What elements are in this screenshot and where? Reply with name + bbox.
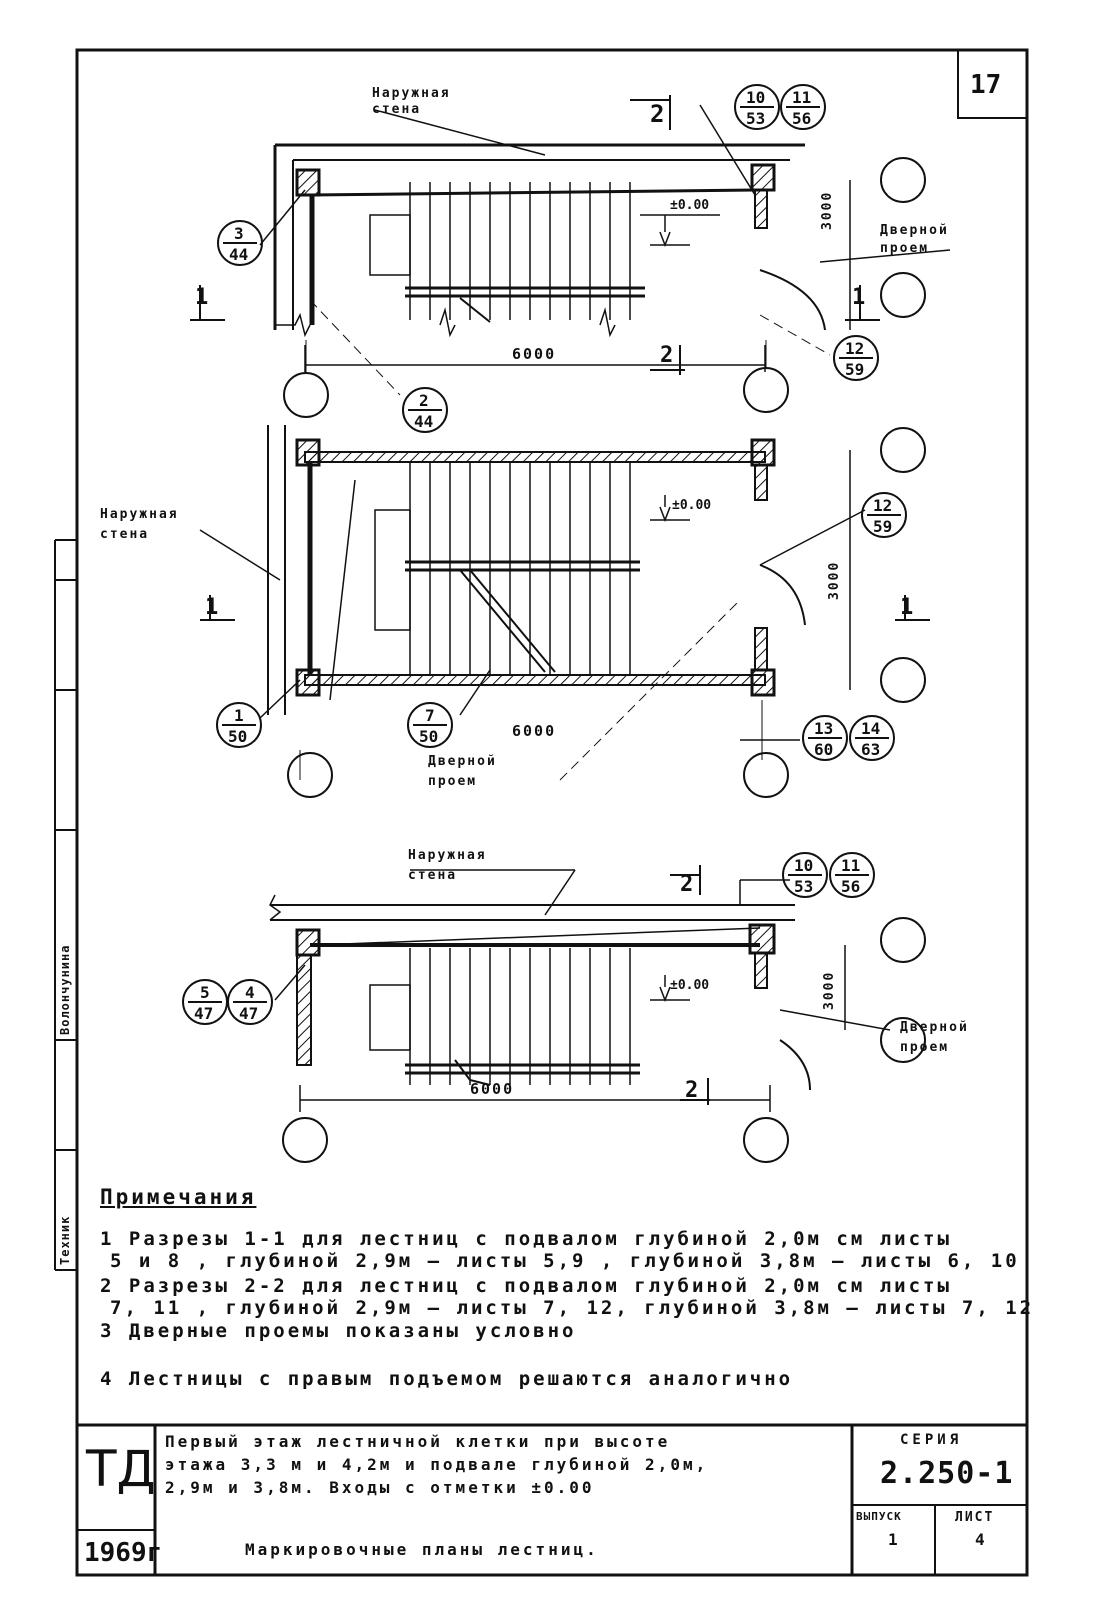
plan-3-section-2-top: 2 xyxy=(680,872,696,897)
callout-p1-door-num: 12 xyxy=(845,339,865,358)
callout-p1-left-den: 44 xyxy=(229,245,249,264)
callout-p1-mid-num: 2 xyxy=(419,391,429,410)
title-block-issue-value: 1 xyxy=(888,1530,898,1549)
plan-1-dim-depth: 3000 xyxy=(820,190,835,230)
title-block-series-value: 2.250-1 xyxy=(880,1456,1014,1491)
callout-p3-left-a-den: 47 xyxy=(194,1004,214,1023)
callout-p2-left-num: 1 xyxy=(234,706,244,725)
callout-p2-left-den: 50 xyxy=(228,727,248,746)
title-block-title-2: этажа 3,3 м и 4,2м и подвале глубиной 2,… xyxy=(165,1455,709,1474)
title-block-sheet-label: ЛИСТ xyxy=(955,1510,995,1525)
plan-2-dim-depth: 3000 xyxy=(827,560,842,600)
plan-3 xyxy=(182,852,926,1163)
plan-3-dim-depth: 3000 xyxy=(822,970,837,1010)
plan-2-door-label: Дверной проем xyxy=(428,754,497,789)
plan-1-section-1-left: 1 xyxy=(195,285,211,310)
title-block-series-label: СЕРИЯ xyxy=(900,1432,963,1448)
plan-1-section-2-bottom: 2 xyxy=(660,343,676,368)
callout-p3-left-b-num: 4 xyxy=(245,983,255,1002)
title-block-org: ТД xyxy=(86,1440,156,1498)
title-block-year: 1969г xyxy=(84,1538,163,1568)
callout-p3-top-a-num: 10 xyxy=(794,856,814,875)
callout-p2-door-den: 59 xyxy=(873,517,893,536)
callout-bars xyxy=(188,106,901,1003)
callout-p1-top-b-den: 56 xyxy=(792,109,812,128)
title-block-title-4: Маркировочные планы лестниц. xyxy=(245,1540,599,1559)
callout-p2-door-num: 12 xyxy=(873,496,893,515)
plan-2-dim-width: 6000 xyxy=(512,722,557,740)
plan-3-section-2-bottom: 2 xyxy=(685,1078,701,1103)
callout-p3-left-a-num: 5 xyxy=(200,983,210,1002)
note-line-3: 2 Разрезы 2-2 для лестниц с подвалом глу… xyxy=(100,1275,952,1297)
plan-3-treads xyxy=(409,948,631,1085)
plan-3-outer-wall-label: Наружная стена xyxy=(408,848,487,883)
callout-p3-top-a-den: 53 xyxy=(794,877,814,896)
plan-1 xyxy=(190,84,951,433)
plan-1-section-1-right: 1 xyxy=(852,285,868,310)
plan-2-section-1-left: 1 xyxy=(205,595,221,620)
plan-3-level-mark: ±0.00 xyxy=(670,978,710,993)
sheet-number: 17 xyxy=(970,70,1002,100)
plan-1-door-label: Дверной проем xyxy=(880,223,949,256)
plan-2-section-1-right: 1 xyxy=(900,595,916,620)
title-block-title-1: Первый этаж лестничной клетки при высоте xyxy=(165,1432,671,1451)
note-line-4: 7, 11 , глубиной 2,9м — листы 7, 12, глу… xyxy=(110,1297,1035,1319)
callout-p1-top-a-num: 10 xyxy=(746,88,766,107)
side-stamp-name: Волончунина xyxy=(58,944,72,1035)
callout-p1-door-den: 59 xyxy=(845,360,865,379)
callout-p2-right-a-den: 60 xyxy=(814,740,834,759)
plan-3-dim-width: 6000 xyxy=(470,1080,515,1098)
note-line-1: 1 Разрезы 1-1 для лестниц с подвалом глу… xyxy=(100,1228,952,1250)
callout-p2-right-a-num: 13 xyxy=(814,719,834,738)
sheet-frame xyxy=(54,48,1029,1577)
callout-p2-right-b-den: 63 xyxy=(861,740,881,759)
callout-p1-top-b-num: 11 xyxy=(792,88,812,107)
callout-p1-left-num: 3 xyxy=(234,224,244,243)
title-block-issue-label: ВЫПУСК xyxy=(856,1510,902,1523)
note-line-6: 4 Лестницы с правым подъемом решаются ан… xyxy=(100,1368,794,1390)
callout-p3-left-b-den: 47 xyxy=(239,1004,259,1023)
callout-p1-mid-den: 44 xyxy=(414,412,434,431)
title-block-sheet-value: 4 xyxy=(975,1530,985,1549)
plan-3-door-label: Дверной проем xyxy=(900,1020,969,1055)
callout-p1-top-a-den: 53 xyxy=(746,109,766,128)
callout-p2-bottom-den: 50 xyxy=(419,727,439,746)
notes-heading: Примечания xyxy=(100,1185,257,1209)
plan-1-outer-wall-label: Наружная стена xyxy=(372,86,451,117)
title-block-title-3: 2,9м и 3,8м. Входы с отметки ±0.00 xyxy=(165,1478,595,1497)
plan-2-level-mark: ±0.00 xyxy=(672,498,712,513)
callout-p3-top-b-den: 56 xyxy=(841,877,861,896)
plan-2 xyxy=(199,425,930,798)
callout-p2-right-b-num: 14 xyxy=(861,719,881,738)
plan-2-outer-wall-label: Наружная стена xyxy=(100,507,179,542)
note-line-5: 3 Дверные проемы показаны условно xyxy=(100,1320,577,1342)
callout-p3-top-b-num: 11 xyxy=(841,856,861,875)
plan-1-level-mark: ±0.00 xyxy=(670,198,710,213)
note-line-2: 5 и 8 , глубиной 2,9м — листы 5,9 , глуб… xyxy=(110,1250,1020,1272)
title-block-frame xyxy=(77,1423,1027,1575)
plan-1-dim-width: 6000 xyxy=(512,345,557,363)
side-stamp-role: Техник xyxy=(58,1215,72,1265)
callout-p2-bottom-num: 7 xyxy=(425,706,435,725)
plan-1-treads xyxy=(409,182,631,320)
plan-1-section-2-top: 2 xyxy=(650,100,667,128)
